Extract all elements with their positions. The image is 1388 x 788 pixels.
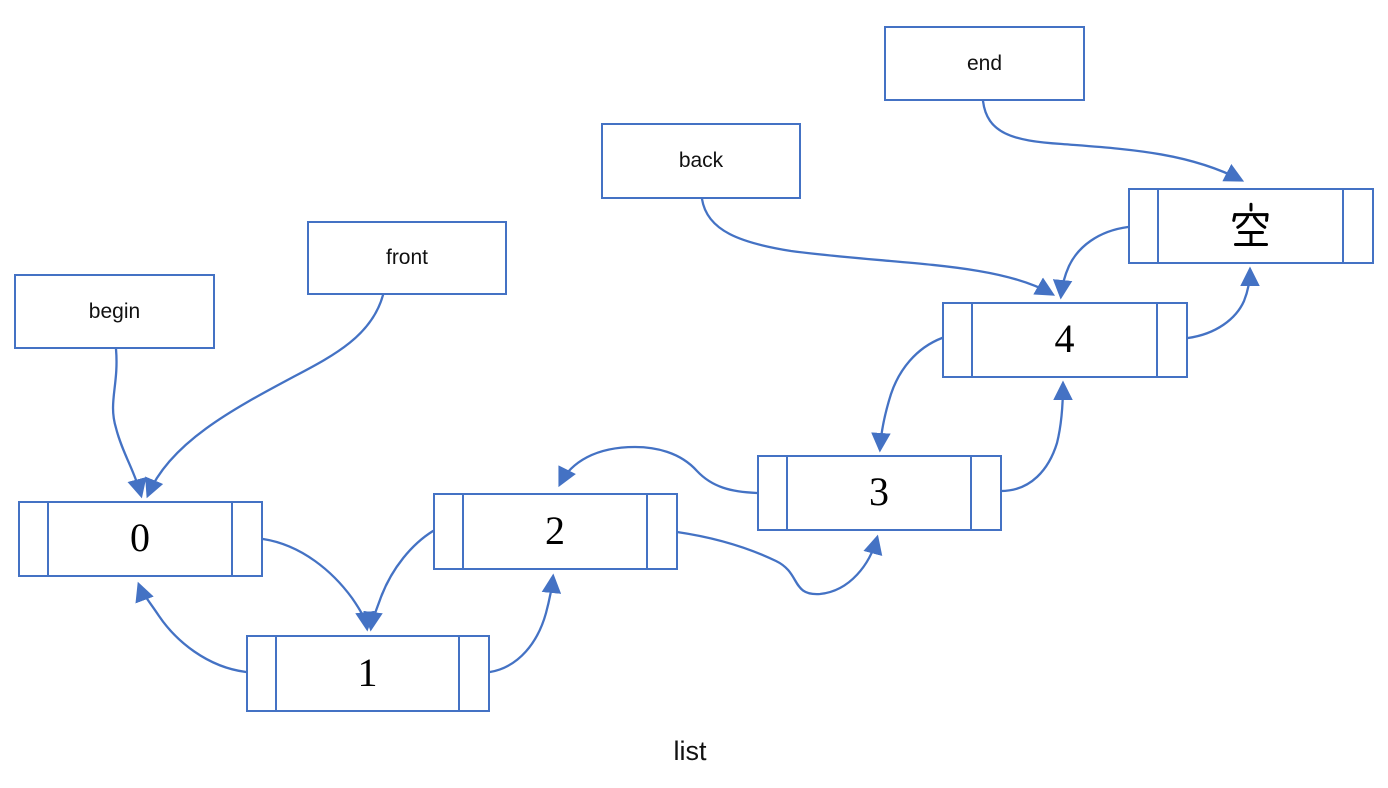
list-node-3: 3 bbox=[757, 455, 1002, 531]
pointer-box-begin: begin bbox=[14, 274, 215, 349]
node-1-value: 1 bbox=[357, 649, 378, 695]
node-4-value: 4 bbox=[1054, 316, 1075, 361]
edge-node3prev-to-node2 bbox=[558, 445, 759, 495]
pointer-box-end: end bbox=[884, 26, 1085, 101]
node-4-prev-cell bbox=[944, 304, 973, 376]
pointer-label-front: front bbox=[385, 246, 429, 269]
node-empty-next-cell bbox=[1342, 190, 1372, 262]
pointer-label-begin: begin bbox=[88, 299, 141, 323]
node-2-next-cell bbox=[646, 495, 676, 568]
list-node-0: 0 bbox=[18, 501, 263, 577]
node-3-prev-cell bbox=[759, 457, 788, 529]
edge-begin-to-node0 bbox=[111, 347, 147, 499]
pointer-box-front: front bbox=[307, 221, 507, 295]
edge-node1prev-to-node0 bbox=[135, 581, 248, 674]
list-node-2: 2 bbox=[433, 493, 678, 570]
node-empty-value: 空 bbox=[1159, 190, 1342, 262]
edge-node4next-to-empty bbox=[1186, 266, 1260, 340]
edge-node3next-to-node4 bbox=[999, 380, 1073, 493]
node-3-value: 3 bbox=[869, 469, 889, 514]
edge-node0next-to-node1 bbox=[261, 537, 375, 632]
edge-end-to-empty bbox=[981, 99, 1245, 182]
edge-node1next-to-node2 bbox=[488, 573, 562, 674]
node-empty-prev-cell bbox=[1130, 190, 1159, 262]
node-0-prev-cell bbox=[20, 503, 49, 575]
node-0-value: 0 bbox=[130, 515, 150, 560]
node-2-prev-cell bbox=[435, 495, 464, 568]
node-1-prev-cell bbox=[248, 637, 277, 710]
node-3-next-cell bbox=[970, 457, 1000, 529]
list-node-empty: 空 bbox=[1128, 188, 1374, 264]
empty-glyph-kong bbox=[1231, 202, 1269, 247]
pointer-label-back: back bbox=[678, 149, 724, 172]
edge-emptyprev-to-node4 bbox=[1052, 225, 1130, 300]
edge-node2prev-to-node1 bbox=[363, 529, 435, 632]
diagram-caption: list bbox=[673, 736, 707, 766]
pointer-label-end: end bbox=[966, 51, 1003, 75]
edge-back-to-node4 bbox=[700, 197, 1056, 296]
node-2-value: 2 bbox=[545, 507, 565, 553]
node-4-next-cell bbox=[1156, 304, 1186, 376]
node-0-next-cell bbox=[231, 503, 261, 575]
list-node-4: 4 bbox=[942, 302, 1188, 378]
edge-node4prev-to-node3 bbox=[871, 336, 944, 453]
node-1-next-cell bbox=[458, 637, 488, 710]
pointer-box-back: back bbox=[601, 123, 801, 199]
edge-node2next-to-node3 bbox=[675, 530, 883, 596]
list-node-1: 1 bbox=[246, 635, 490, 712]
